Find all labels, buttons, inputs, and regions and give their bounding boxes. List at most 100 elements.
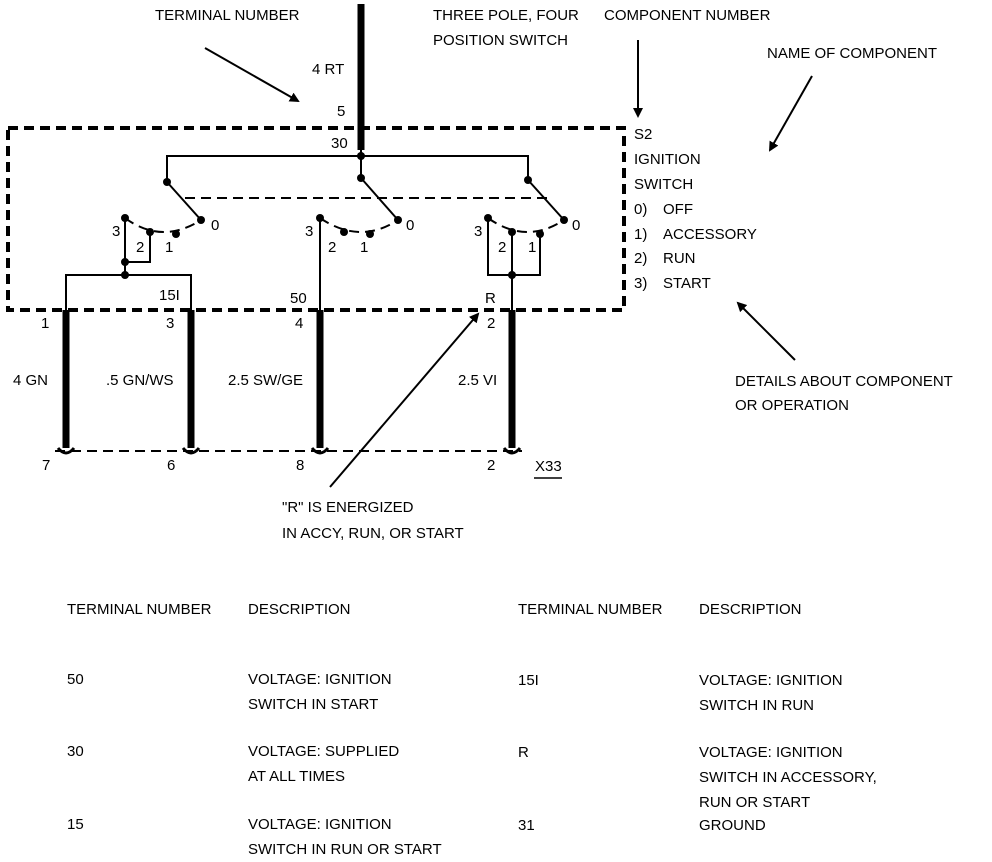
pole1-node <box>121 258 129 266</box>
pole2-blade <box>360 177 399 221</box>
connector-id: X33 <box>535 458 562 475</box>
label-component-number: COMPONENT NUMBER <box>604 7 771 24</box>
input-terminal: 30 <box>331 135 348 152</box>
label-energized-2: IN ACCY, RUN, OR START <box>282 525 464 542</box>
pole3-label-2: 2 <box>498 239 506 256</box>
terminal-15i: 15I <box>159 287 180 304</box>
wire1-label: 4 GN <box>13 372 48 389</box>
pole3-pivot <box>524 176 532 184</box>
label-switch-type-1: THREE POLE, FOUR <box>433 7 579 24</box>
table-header-terminal-left: TERMINAL NUMBER <box>67 601 212 618</box>
wire1-pin-top: 1 <box>41 315 49 332</box>
position-2-num: 2) <box>634 250 647 267</box>
pole2-contact-1 <box>366 230 374 238</box>
pole1-label-2: 2 <box>136 239 144 256</box>
pole3-arc <box>487 217 565 233</box>
pole3-blade <box>527 179 565 221</box>
label-name-of-component: NAME OF COMPONENT <box>767 45 937 62</box>
wire3-pin-bottom: 8 <box>296 457 304 474</box>
table-left-row2-terminal: 30 <box>67 743 84 760</box>
pole1-blade <box>166 181 202 221</box>
arrow-r-energized <box>329 312 480 488</box>
arrow-name-of-component <box>769 75 813 152</box>
table-left-row1-line1: VOLTAGE: IGNITION <box>248 671 392 688</box>
pole2-label-2: 2 <box>328 239 336 256</box>
input-wire-label: 4 RT <box>312 61 344 78</box>
pole3-label-0: 0 <box>572 217 580 234</box>
input-pin: 5 <box>337 103 345 120</box>
table-left-row1-terminal: 50 <box>67 671 84 688</box>
pole3-label-1: 1 <box>528 239 536 256</box>
arrow-details <box>736 301 796 361</box>
position-3-label: START <box>663 275 711 292</box>
table-right-row2-line2: SWITCH IN ACCESSORY, <box>699 769 877 786</box>
pole1-label-0: 0 <box>211 217 219 234</box>
position-0-label: OFF <box>663 201 693 218</box>
component-name-1: IGNITION <box>634 151 701 168</box>
pole2-pivot <box>357 174 365 182</box>
table-right-row3-terminal: 31 <box>518 817 535 834</box>
pole3-label-3: 3 <box>474 223 482 240</box>
component-boundary <box>6 126 626 312</box>
terminal-r: R <box>485 290 496 307</box>
table-right-row1-line2: SWITCH IN RUN <box>699 697 814 714</box>
pole3-lead-3 <box>487 218 512 276</box>
table-right-row1-terminal: 15I <box>518 672 539 689</box>
wire2-pin-bottom: 6 <box>167 457 175 474</box>
table-left-row2-line2: AT ALL TIMES <box>248 768 345 785</box>
wire4-label: 2.5 VI <box>458 372 497 389</box>
label-details-1: DETAILS ABOUT COMPONENT <box>735 373 953 390</box>
pole3-lead-1 <box>512 234 541 276</box>
position-0-num: 0) <box>634 201 647 218</box>
pole1-arc <box>124 217 202 233</box>
connector-pin-2 <box>502 447 522 455</box>
bus-node <box>357 152 365 160</box>
component-id: S2 <box>634 126 652 143</box>
pole3-junction <box>508 271 516 279</box>
pole1-label-3: 3 <box>112 223 120 240</box>
pole2-label-0: 0 <box>406 217 414 234</box>
position-2-label: RUN <box>663 250 696 267</box>
table-left-row2-line1: VOLTAGE: SUPPLIED <box>248 743 399 760</box>
wire2-pin-top: 3 <box>166 315 174 332</box>
connector-pin-6 <box>181 447 201 455</box>
label-details-2: OR OPERATION <box>735 397 849 414</box>
table-left-row1-line2: SWITCH IN START <box>248 696 378 713</box>
connector-pin-7 <box>56 447 76 455</box>
table-left-row3-terminal: 15 <box>67 816 84 833</box>
position-1-label: ACCESSORY <box>663 226 757 243</box>
common-bus <box>166 155 529 182</box>
pole1-lead-2 <box>125 232 151 263</box>
terminal-50: 50 <box>290 290 307 307</box>
wire1-pin-bottom: 7 <box>42 457 50 474</box>
table-header-description-left: DESCRIPTION <box>248 601 351 618</box>
pole1-pivot <box>163 178 171 186</box>
table-right-row3-line1: GROUND <box>699 817 766 834</box>
wire4-pin-top: 2 <box>487 315 495 332</box>
pole1-label-1: 1 <box>165 239 173 256</box>
table-header-terminal-right: TERMINAL NUMBER <box>518 601 663 618</box>
pole1-contact-1 <box>172 230 180 238</box>
pole2-label-1: 1 <box>360 239 368 256</box>
component-name-2: SWITCH <box>634 176 693 193</box>
position-1-num: 1) <box>634 226 647 243</box>
connector-pin-8 <box>310 447 330 455</box>
wire2-label: .5 GN/WS <box>106 372 174 389</box>
table-right-row2-terminal: R <box>518 744 529 761</box>
pole2-contact-2 <box>340 228 348 236</box>
table-right-row1-line1: VOLTAGE: IGNITION <box>699 672 843 689</box>
table-left-row3-line1: VOLTAGE: IGNITION <box>248 816 392 833</box>
pole2-arc <box>319 217 399 233</box>
label-energized-1: "R" IS ENERGIZED <box>282 499 414 516</box>
table-right-row2-line3: RUN OR START <box>699 794 810 811</box>
table-header-description-right: DESCRIPTION <box>699 601 802 618</box>
label-switch-type-2: POSITION SWITCH <box>433 32 568 49</box>
table-left-row3-line2: SWITCH IN RUN OR START <box>248 841 442 858</box>
pole1-output-bus <box>65 274 192 310</box>
position-3-num: 3) <box>634 275 647 292</box>
arrow-terminal-number <box>204 47 300 102</box>
wire3-label: 2.5 SW/GE <box>228 372 303 389</box>
wire3-pin-top: 4 <box>295 315 303 332</box>
